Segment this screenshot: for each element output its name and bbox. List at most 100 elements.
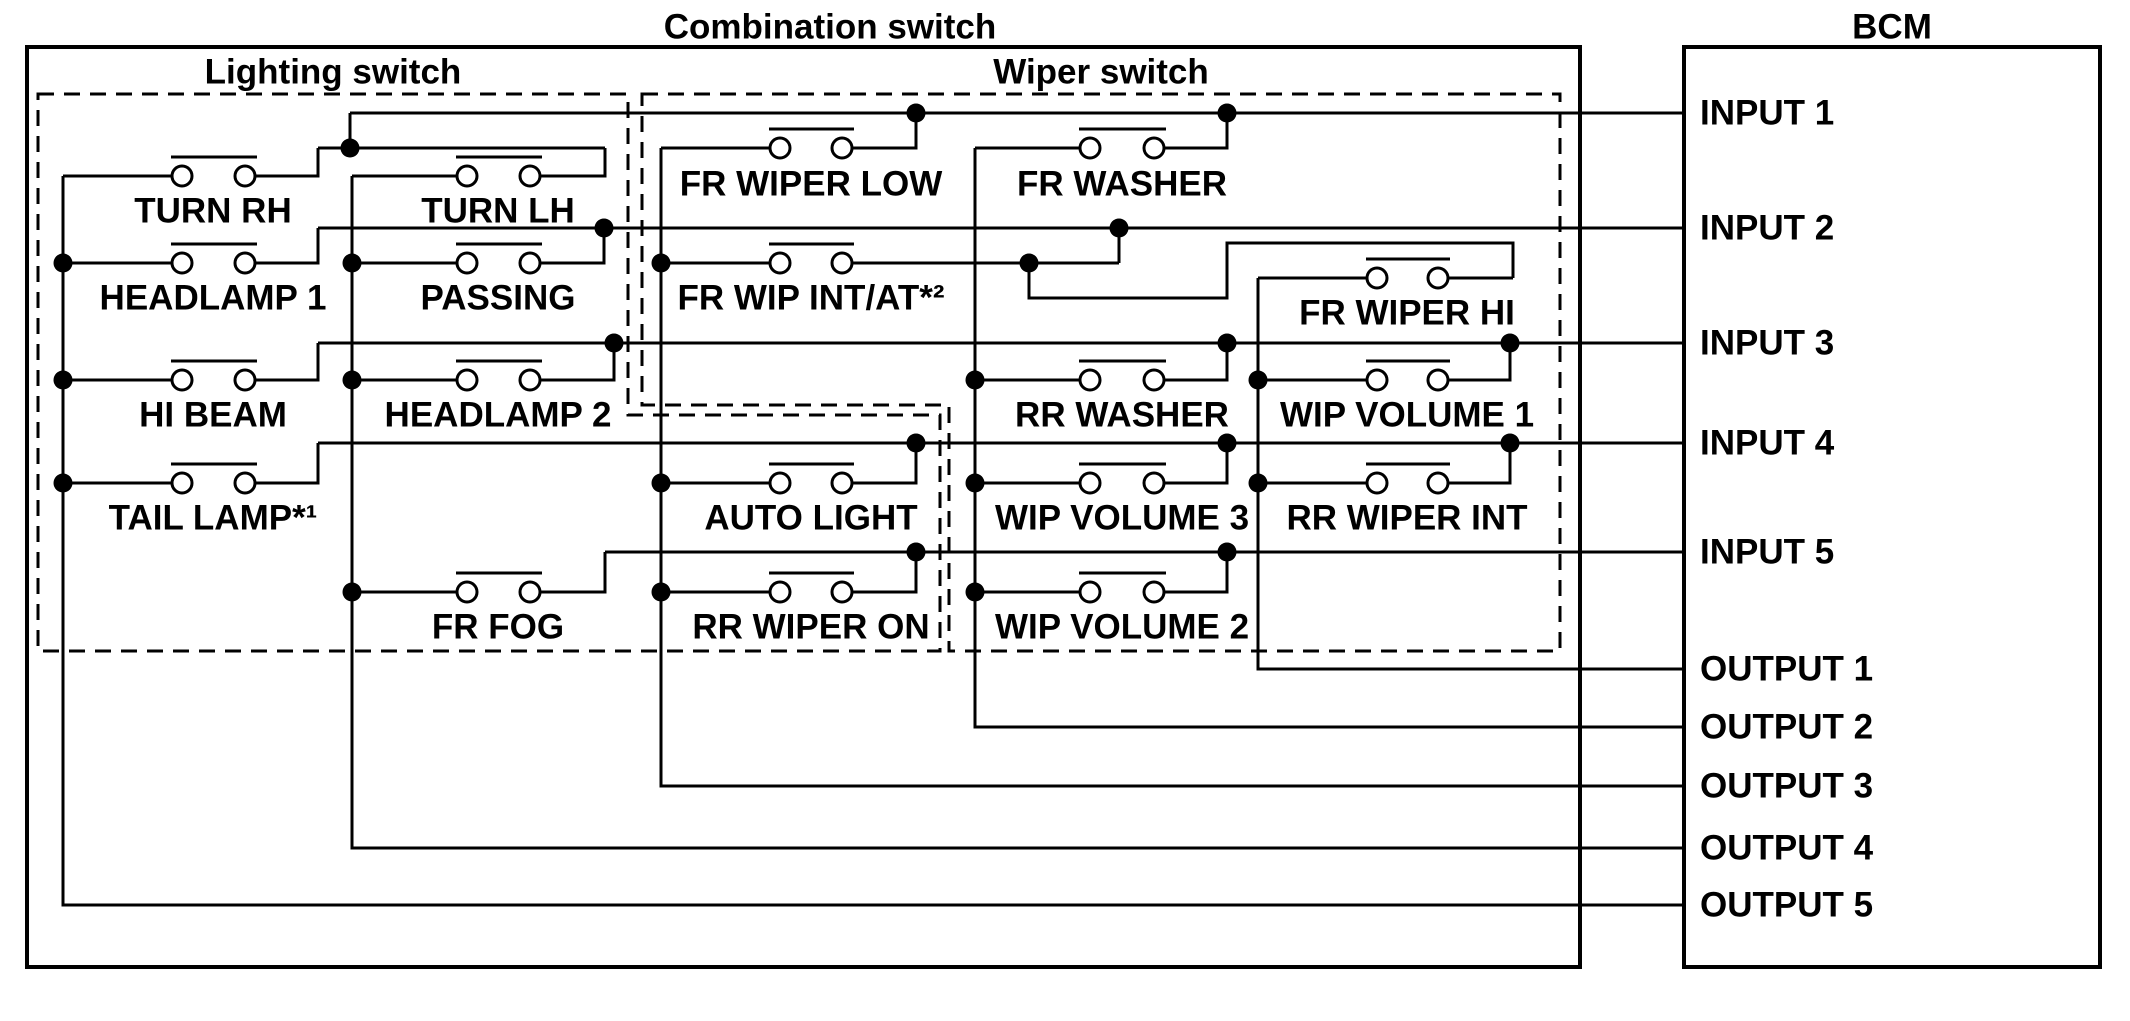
switch-contact xyxy=(830,471,854,495)
bcm-output-1-label: OUTPUT 1 xyxy=(1700,650,1873,689)
junction-dot xyxy=(53,253,73,273)
switch-contact xyxy=(768,471,792,495)
wiper-switch-dashed-box xyxy=(640,92,1562,653)
switch-contact xyxy=(1365,368,1389,392)
switch-contact xyxy=(1365,471,1389,495)
switch-label: TURN RH xyxy=(134,192,291,231)
switch-contact xyxy=(1078,471,1102,495)
junction-dot xyxy=(1248,473,1268,493)
junction-dot xyxy=(906,542,926,562)
junction-dot xyxy=(906,103,926,123)
switch-label: FR WIP INT/AT*² xyxy=(677,279,944,318)
junction-dot xyxy=(53,473,73,493)
switch-contact xyxy=(830,251,854,275)
junction-dot xyxy=(604,333,624,353)
switch-label: RR WIPER ON xyxy=(692,608,929,647)
net-output-3 xyxy=(659,146,1684,788)
switch-headlamp-1: HEADLAMP 1 xyxy=(100,242,327,318)
bcm-output-4-label: OUTPUT 4 xyxy=(1700,829,1874,868)
switch-rr-washer: RR WASHER xyxy=(1015,359,1229,435)
switch-tail-lamp: TAIL LAMP*¹ xyxy=(109,462,318,538)
switch-fr-wiper-low: FR WIPER LOW xyxy=(680,127,942,204)
switch-contact xyxy=(170,164,194,188)
net-output-2 xyxy=(973,146,1684,729)
junction-dot xyxy=(342,582,362,602)
bcm-output-2-label: OUTPUT 2 xyxy=(1700,708,1873,747)
junction-dot xyxy=(53,370,73,390)
bcm-box xyxy=(1682,45,2102,969)
switch-contact xyxy=(518,164,542,188)
lighting-switch-dashed-box xyxy=(36,92,942,653)
switch-contact xyxy=(1078,580,1102,604)
combination-switch-title: Combination switch xyxy=(664,8,997,47)
switch-label: HEADLAMP 1 xyxy=(100,279,327,318)
switch-turn-lh: TURN LH xyxy=(421,155,575,231)
switch-label: FR FOG xyxy=(432,608,564,647)
bcm-input-1-label: INPUT 1 xyxy=(1700,94,1834,133)
junction-dot xyxy=(594,218,614,238)
net-input-5 xyxy=(541,550,1684,594)
switch-contact xyxy=(1142,368,1166,392)
switch-contact xyxy=(1142,136,1166,160)
switch-contact xyxy=(518,368,542,392)
switch-auto-light: AUTO LIGHT xyxy=(704,462,918,538)
switch-rr-wiper-on: RR WIPER ON xyxy=(692,571,930,647)
bcm-input-4-label: INPUT 4 xyxy=(1700,424,1835,463)
switch-fr-wiper-hi: FR WIPER HI xyxy=(1299,257,1515,333)
switch-contact xyxy=(233,368,257,392)
switch-contact xyxy=(1142,580,1166,604)
junction-dot xyxy=(342,253,362,273)
bcm-input-5-label: INPUT 5 xyxy=(1700,533,1834,572)
junction-dot xyxy=(1217,542,1237,562)
bcm-title: BCM xyxy=(1852,8,1932,47)
switch-contact xyxy=(518,251,542,275)
switch-label: WIP VOLUME 2 xyxy=(995,608,1249,647)
bcm-pin-labels: INPUT 1 INPUT 2 INPUT 3 INPUT 4 INPUT 5 … xyxy=(1700,94,1874,925)
switch-contact xyxy=(1142,471,1166,495)
switch-wip-volume-3: WIP VOLUME 3 xyxy=(995,462,1249,538)
switch-contact xyxy=(1078,136,1102,160)
combination-switch-box xyxy=(25,45,1582,969)
junction-dots xyxy=(53,103,1520,602)
switch-label: AUTO LIGHT xyxy=(704,499,917,538)
switch-contact xyxy=(455,368,479,392)
junction-dot xyxy=(1217,333,1237,353)
switch-label: RR WASHER xyxy=(1015,396,1229,435)
junction-dot xyxy=(1248,370,1268,390)
switch-contact xyxy=(170,471,194,495)
bcm-input-2-label: INPUT 2 xyxy=(1700,209,1834,248)
switch-contact xyxy=(1426,368,1450,392)
switch-label: TURN LH xyxy=(421,192,575,231)
switch-contact xyxy=(518,580,542,604)
switch-contact xyxy=(233,251,257,275)
junction-dot xyxy=(651,582,671,602)
bcm-output-3-label: OUTPUT 3 xyxy=(1700,767,1873,806)
junction-dot xyxy=(1109,218,1129,238)
switch-contact xyxy=(1426,266,1450,290)
net-input-3 xyxy=(256,341,1684,382)
switch-fr-washer: FR WASHER xyxy=(1017,127,1227,204)
net-output-5 xyxy=(61,174,1684,907)
switch-rr-wiper-int: RR WIPER INT xyxy=(1286,462,1528,538)
switch-label: FR WIPER HI xyxy=(1299,294,1515,333)
net-input-1 xyxy=(256,111,1684,178)
switch-passing: PASSING xyxy=(421,242,575,318)
junction-dot xyxy=(340,138,360,158)
switch-label: FR WIPER LOW xyxy=(680,165,942,204)
switch-label: FR WASHER xyxy=(1017,165,1227,204)
junction-dot xyxy=(342,370,362,390)
switch-label: RR WIPER INT xyxy=(1286,499,1527,538)
switch-label: HEADLAMP 2 xyxy=(385,396,612,435)
junction-dot xyxy=(1500,333,1520,353)
switch-contact xyxy=(170,368,194,392)
switch-contact xyxy=(1426,471,1450,495)
switch-label: TAIL LAMP*¹ xyxy=(109,499,318,538)
switch-fr-wip-int-at: FR WIP INT/AT*² xyxy=(677,242,945,318)
switch-contact xyxy=(455,164,479,188)
switch-wip-volume-2: WIP VOLUME 2 xyxy=(995,571,1249,647)
switch-contact xyxy=(455,580,479,604)
bcm-input-3-label: INPUT 3 xyxy=(1700,324,1834,363)
switch-wip-volume-1: WIP VOLUME 1 xyxy=(1280,359,1534,435)
junction-dot xyxy=(651,473,671,493)
